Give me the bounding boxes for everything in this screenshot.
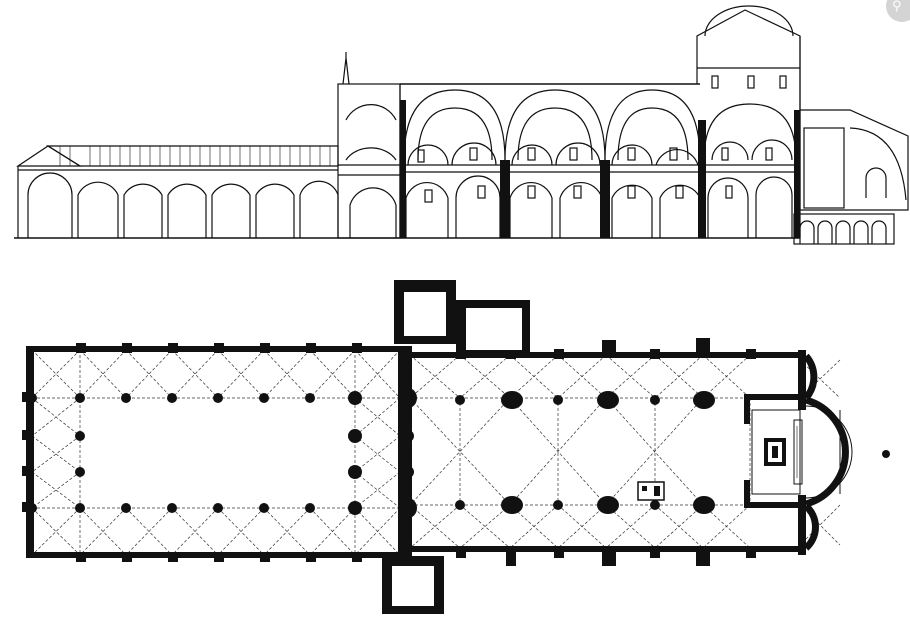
gallery-arches [407, 142, 699, 166]
north-apse [803, 353, 818, 401]
church-west-wall [398, 346, 412, 558]
altar [764, 438, 786, 466]
atrium-arcade [27, 172, 339, 238]
main-apse [804, 396, 849, 508]
nave-vaults [403, 89, 701, 161]
section-piers [400, 100, 800, 238]
choir-platform [751, 409, 801, 495]
buttress-dot [882, 450, 890, 458]
atrium-west-wall [26, 346, 34, 558]
nave-monument [637, 481, 665, 501]
zoom-button[interactable]: ⚲ [886, 0, 910, 22]
south-apse [803, 503, 819, 551]
longitudinal-section [14, 5, 909, 245]
atrium-roof-tiles [59, 146, 331, 166]
magnifier-icon: ⚲ [892, 0, 902, 14]
vault-lines [31, 349, 841, 556]
plan-piers [27, 388, 715, 518]
clerestory-windows [417, 147, 684, 203]
